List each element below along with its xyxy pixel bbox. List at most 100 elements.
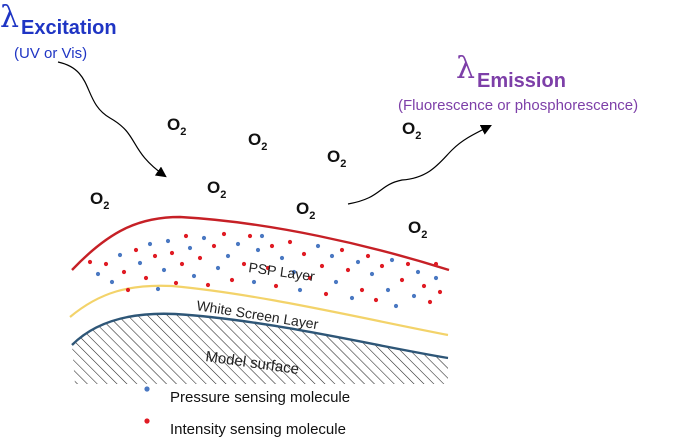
pressure-sensing-molecule bbox=[215, 265, 221, 271]
intensity-sensing-molecule bbox=[345, 267, 351, 273]
oxygen-molecule: O2 bbox=[402, 119, 421, 142]
intensity-sensing-molecule bbox=[87, 259, 93, 265]
excitation-label: λ Excitation (UV or Vis) bbox=[0, 0, 117, 62]
pressure-sensing-molecule bbox=[95, 271, 101, 277]
pressure-sensing-molecule bbox=[297, 287, 303, 293]
legend-intensity-label: Intensity sensing molecule bbox=[170, 421, 346, 438]
emission-word: Emission bbox=[477, 70, 566, 92]
oxygen-molecule: O2 bbox=[408, 218, 427, 241]
pressure-sensing-molecule bbox=[355, 259, 361, 265]
pressure-sensing-molecule bbox=[137, 260, 143, 266]
oxygen-molecule: O2 bbox=[248, 130, 267, 153]
excitation-lambda-symbol: λ bbox=[0, 0, 19, 35]
legend: Pressure sensing molecule Intensity sens… bbox=[144, 386, 350, 438]
intensity-sensing-molecule bbox=[301, 251, 307, 257]
white-screen-layer-line bbox=[69, 284, 449, 337]
pressure-sensing-molecule bbox=[191, 273, 197, 279]
pressure-sensing-molecule bbox=[255, 247, 261, 253]
intensity-sensing-molecule bbox=[405, 261, 411, 267]
pressure-sensing-molecule bbox=[389, 257, 395, 263]
pressure-sensing-molecule bbox=[385, 287, 391, 293]
pressure-sensing-molecule bbox=[369, 271, 375, 277]
psp-layer-line bbox=[71, 215, 450, 272]
pressure-sensing-molecule bbox=[251, 279, 257, 285]
excitation-note: (UV or Vis) bbox=[14, 45, 87, 62]
intensity-sensing-molecule bbox=[205, 282, 211, 288]
intensity-sensing-molecule bbox=[427, 299, 433, 305]
intensity-sensing-molecule bbox=[241, 261, 247, 267]
pressure-sensing-molecule bbox=[279, 255, 285, 261]
intensity-sensing-molecule bbox=[211, 243, 217, 249]
emission-note: (Fluorescence or phosphorescence) bbox=[398, 97, 638, 114]
emission-lambda-symbol: λ bbox=[456, 51, 475, 86]
excitation-word: Excitation bbox=[21, 17, 117, 39]
model-surface-line bbox=[71, 312, 449, 360]
pressure-sensing-molecule bbox=[155, 286, 161, 292]
excitation-arrow bbox=[57, 61, 167, 178]
pressure-sensing-molecule bbox=[117, 252, 123, 258]
intensity-sensing-molecule bbox=[169, 250, 175, 256]
intensity-sensing-molecule bbox=[433, 261, 439, 267]
pressure-sensing-molecule bbox=[291, 269, 297, 275]
oxygen-molecule: O2 bbox=[327, 147, 346, 170]
intensity-sensing-molecule bbox=[152, 253, 158, 259]
intensity-sensing-molecule bbox=[133, 247, 139, 253]
pressure-sensing-molecule bbox=[433, 275, 439, 281]
pressure-sensing-molecule bbox=[109, 279, 115, 285]
pressure-sensing-molecule bbox=[393, 303, 399, 309]
pressure-sensing-molecule bbox=[259, 233, 265, 239]
pressure-sensing-molecule bbox=[147, 241, 153, 247]
intensity-sensing-molecule bbox=[287, 239, 293, 245]
oxygen-molecules: O2 O2 O2 O2 O2 O2 O2 O2 bbox=[90, 115, 427, 241]
pressure-sensing-molecule bbox=[235, 241, 241, 247]
pressure-sensing-molecule bbox=[165, 238, 171, 244]
intensity-sensing-molecule bbox=[437, 289, 443, 295]
intensity-sensing-molecule bbox=[273, 283, 279, 289]
intensity-sensing-molecule bbox=[103, 261, 109, 267]
intensity-sensing-molecule bbox=[399, 277, 405, 283]
intensity-sensing-molecule bbox=[179, 261, 185, 267]
intensity-sensing-molecule bbox=[365, 253, 371, 259]
oxygen-molecule: O2 bbox=[90, 189, 109, 212]
legend-intensity-marker bbox=[144, 418, 150, 424]
emission-arrow bbox=[347, 125, 492, 205]
pressure-sensing-molecule bbox=[315, 243, 321, 249]
intensity-sensing-molecule bbox=[229, 277, 235, 283]
molecule-dots bbox=[87, 231, 443, 309]
oxygen-molecule: O2 bbox=[296, 199, 315, 222]
pressure-sensing-molecule bbox=[411, 293, 417, 299]
pressure-sensing-molecule bbox=[225, 253, 231, 259]
pressure-sensing-molecule bbox=[161, 267, 167, 273]
intensity-sensing-molecule bbox=[125, 287, 131, 293]
intensity-sensing-molecule bbox=[265, 265, 271, 271]
intensity-sensing-molecule bbox=[173, 280, 179, 286]
model-surface-fill bbox=[72, 313, 448, 384]
intensity-sensing-molecule bbox=[339, 247, 345, 253]
intensity-sensing-molecule bbox=[197, 255, 203, 261]
intensity-sensing-molecule bbox=[307, 275, 313, 281]
psp-layer-label: PSP Layer bbox=[248, 259, 317, 284]
oxygen-molecule: O2 bbox=[167, 115, 186, 138]
pressure-sensing-molecule bbox=[201, 235, 207, 241]
pressure-sensing-molecule bbox=[329, 253, 335, 259]
intensity-sensing-molecule bbox=[379, 263, 385, 269]
pressure-sensing-molecule bbox=[333, 279, 339, 285]
pressure-sensing-molecule bbox=[349, 295, 355, 301]
intensity-sensing-molecule bbox=[143, 275, 149, 281]
intensity-sensing-molecule bbox=[269, 243, 275, 249]
intensity-sensing-molecule bbox=[247, 233, 253, 239]
pressure-sensing-molecule bbox=[187, 245, 193, 251]
intensity-sensing-molecule bbox=[373, 297, 379, 303]
oxygen-molecule: O2 bbox=[207, 178, 226, 201]
intensity-sensing-molecule bbox=[421, 283, 427, 289]
intensity-sensing-molecule bbox=[121, 269, 127, 275]
intensity-sensing-molecule bbox=[319, 263, 325, 269]
legend-pressure-marker bbox=[144, 386, 150, 392]
intensity-sensing-molecule bbox=[221, 231, 227, 237]
intensity-sensing-molecule bbox=[359, 287, 365, 293]
pressure-sensing-molecule bbox=[415, 269, 421, 275]
intensity-sensing-molecule bbox=[323, 291, 329, 297]
emission-label: λ Emission (Fluorescence or phosphoresce… bbox=[398, 51, 638, 114]
